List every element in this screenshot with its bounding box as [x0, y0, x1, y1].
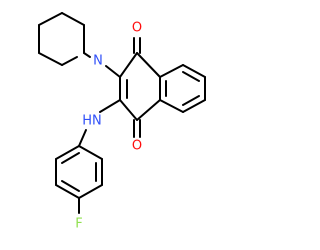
oxygen-label-bottom: O [132, 139, 142, 154]
fluorophenyl-ring [55, 145, 103, 214]
nitrogen-label: N [93, 54, 103, 69]
amine-linker [78, 99, 121, 147]
quinone-ring [119, 52, 161, 121]
benzo-ring [159, 64, 206, 113]
background [0, 0, 250, 250]
oxygen-label-top: O [132, 21, 142, 36]
molecule-structure: O O N HN F [0, 0, 250, 250]
amine-label: HN [82, 114, 102, 129]
piperidine-ring [38, 12, 121, 78]
carbonyl-bonds [133, 37, 141, 138]
fluorine-label: F [75, 217, 82, 232]
